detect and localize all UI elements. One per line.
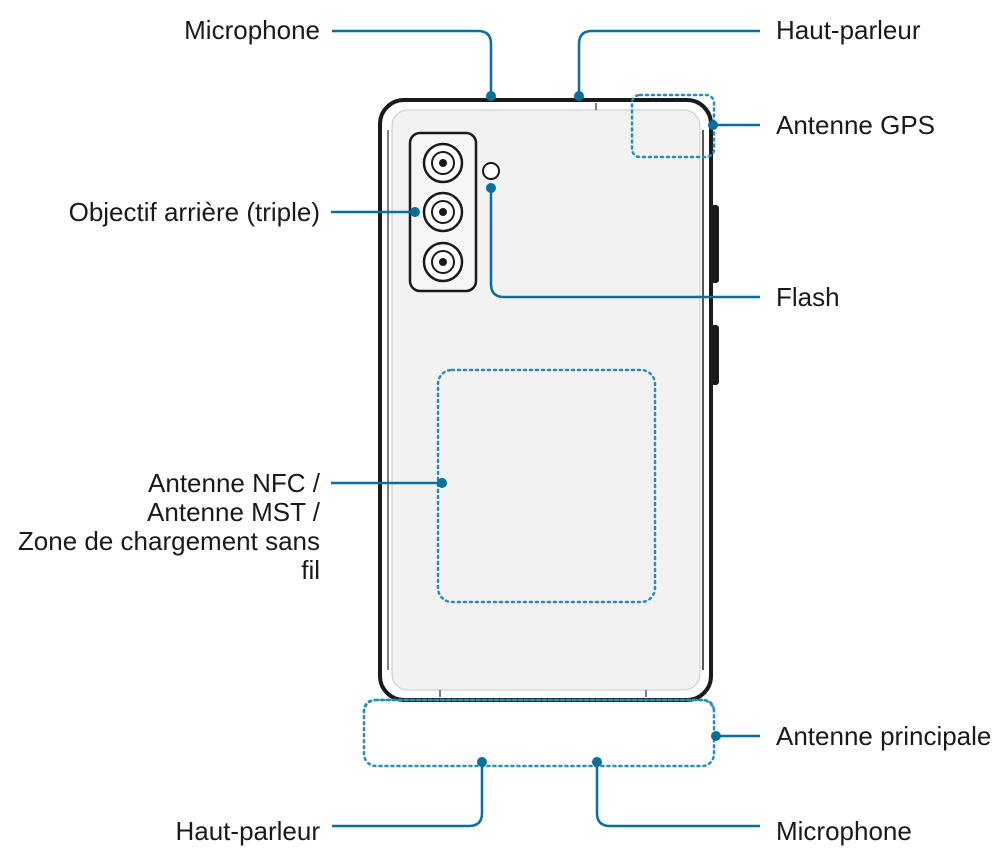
callout-line-microphone-bottom xyxy=(595,762,760,828)
label-nfc-area: Antenne NFC / Antenne MST / Zone de char… xyxy=(0,469,320,585)
label-nfc-line4: fil xyxy=(301,555,320,585)
callout-dot-main-antenna xyxy=(711,731,721,741)
callout-dot-microphone-bottom xyxy=(592,757,602,767)
flash-icon xyxy=(482,162,500,180)
callout-dot-camera xyxy=(410,207,420,217)
callout-dot-speaker-bottom xyxy=(477,757,487,767)
label-speaker-bottom: Haut-parleur xyxy=(175,816,320,846)
label-microphone-top: Microphone xyxy=(184,15,320,45)
callout-dot-microphone-top xyxy=(486,91,496,101)
callout-line-speaker-top xyxy=(577,29,760,96)
callout-line-flash xyxy=(489,188,760,299)
callout-line-microphone-top xyxy=(332,29,493,96)
callout-dot-flash xyxy=(486,183,496,193)
lens-middle xyxy=(422,191,464,233)
label-gps-antenna: Antenne GPS xyxy=(776,110,935,140)
label-nfc-line3: Zone de chargement sans xyxy=(17,526,320,556)
label-nfc-line2: Antenne MST / xyxy=(147,497,320,527)
callout-dot-nfc xyxy=(437,478,447,488)
label-main-antenna: Antenne principale xyxy=(776,721,992,751)
callout-dot-gps xyxy=(708,120,718,130)
label-flash: Flash xyxy=(776,282,840,312)
main-antenna-area xyxy=(362,698,716,768)
callout-line-speaker-bottom xyxy=(332,762,484,828)
callout-dot-speaker-top xyxy=(574,91,584,101)
lens-top xyxy=(422,142,464,184)
label-microphone-bottom: Microphone xyxy=(776,816,912,846)
lens-bottom xyxy=(422,241,464,283)
label-speaker-top: Haut-parleur xyxy=(776,15,921,45)
label-nfc-line1: Antenne NFC / xyxy=(148,468,320,498)
label-rear-camera: Objectif arrière (triple) xyxy=(68,197,320,227)
